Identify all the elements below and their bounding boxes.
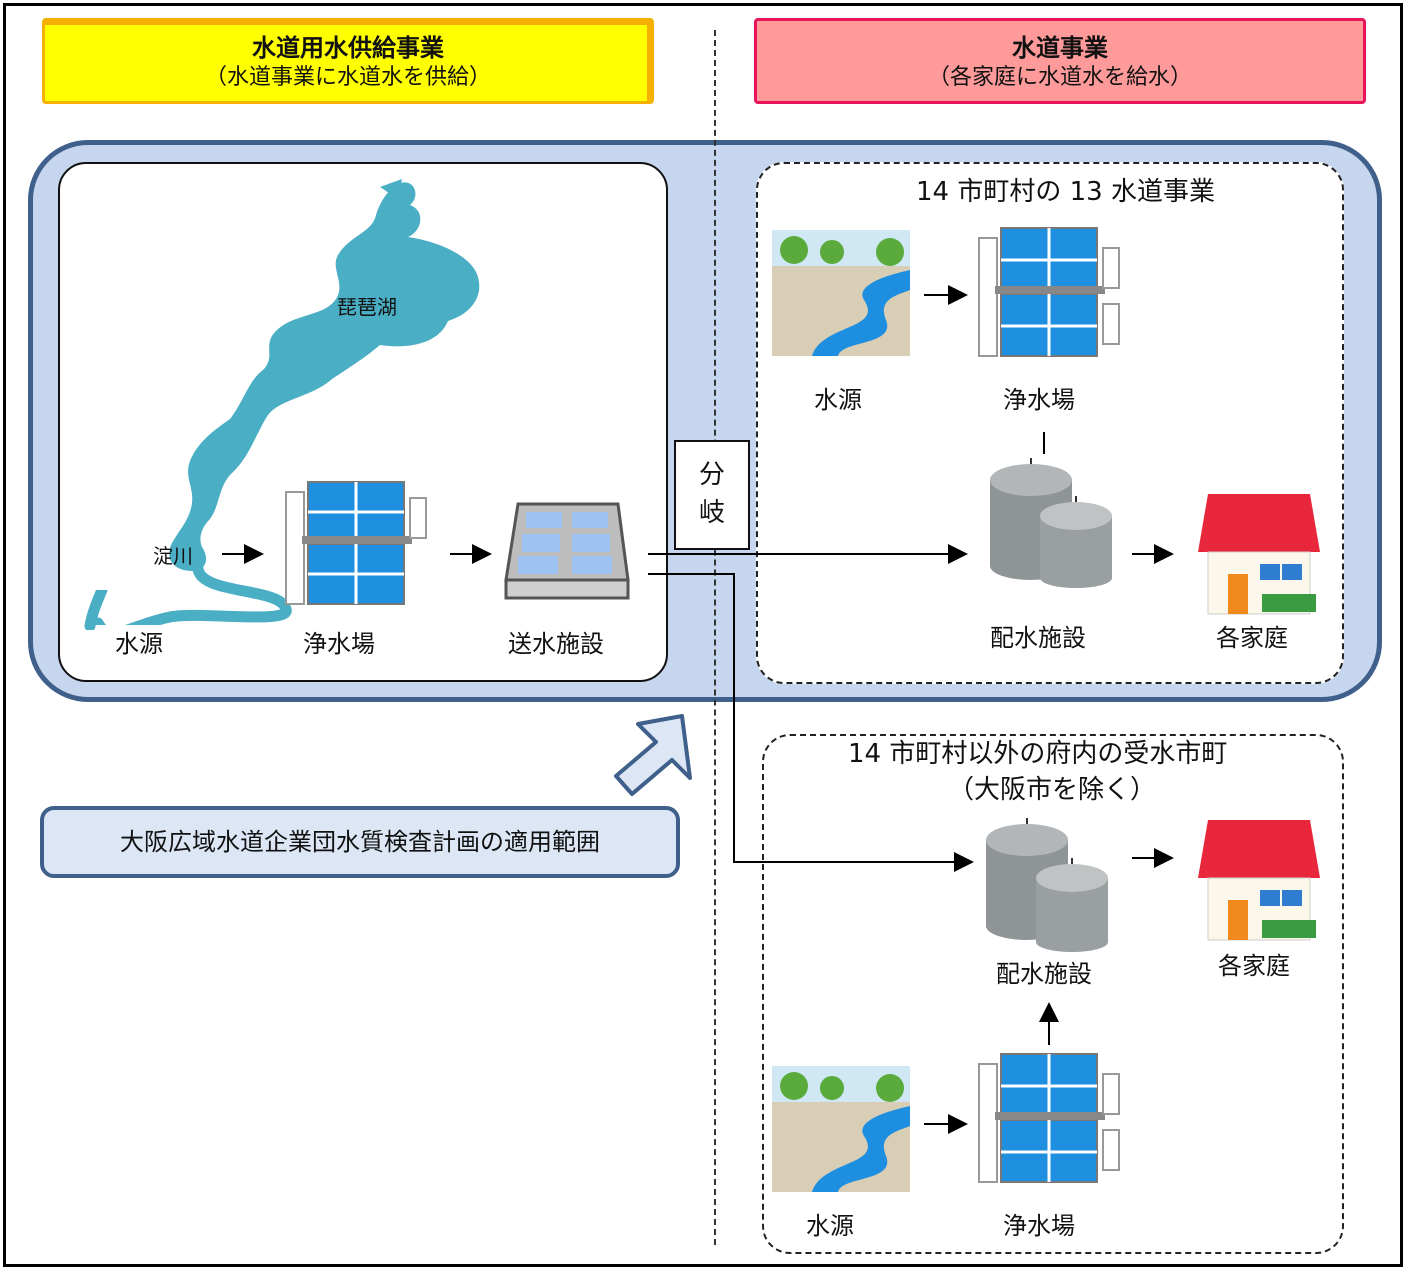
transmission-facility-icon xyxy=(504,502,630,600)
header-water-supply-business: 水道用水供給事業 （水道事業に水道水を供給） xyxy=(42,18,654,104)
other-water-source-label: 水源 xyxy=(806,1212,854,1240)
purification-plant-icon xyxy=(285,481,427,605)
purification-plant-icon-3 xyxy=(978,1053,1120,1183)
box13-plant-label: 浄水場 xyxy=(1003,386,1075,414)
left-transmission-label: 送水施設 xyxy=(508,630,604,658)
lake-biwa-icon xyxy=(92,179,480,625)
branch-char-1: 分 xyxy=(698,460,725,490)
water-source-landscape-icon-2 xyxy=(772,1066,910,1192)
box13-water-source-label: 水源 xyxy=(814,386,862,414)
box13-title: 14 市町村の 13 水道事業 xyxy=(916,177,1215,207)
outer-frame xyxy=(3,3,1403,1267)
box13-distribution-label: 配水施設 xyxy=(990,624,1086,652)
other-distribution-label: 配水施設 xyxy=(996,960,1092,988)
purification-plant-icon-2 xyxy=(978,227,1120,357)
other-box-title-line2: （大阪市を除く） xyxy=(948,775,1157,805)
header-left-title: 水道用水供給事業 xyxy=(252,34,444,62)
branch-char-2: 岐 xyxy=(698,498,725,528)
left-plant-label: 浄水場 xyxy=(303,630,375,658)
other-plant-label: 浄水場 xyxy=(1003,1212,1075,1240)
header-waterworks-business: 水道事業 （各家庭に水道水を給水） xyxy=(754,18,1366,104)
yodo-river-label: 淀川 xyxy=(153,544,193,568)
other-households-label: 各家庭 xyxy=(1218,952,1290,980)
header-right-subtitle: （各家庭に水道水を給水） xyxy=(927,65,1192,90)
header-right-title: 水道事業 xyxy=(1012,34,1108,62)
water-source-landscape-icon xyxy=(772,230,910,356)
other-box-title-line1: 14 市町村以外の府内の受水市町 xyxy=(848,739,1228,769)
yodo-river-icon xyxy=(84,590,108,630)
header-left-subtitle: （水道事業に水道水を供給） xyxy=(204,65,491,90)
divider-line xyxy=(714,30,716,1245)
lake-biwa-label: 琵琶湖 xyxy=(337,295,397,319)
left-water-source-label: 水源 xyxy=(115,630,163,658)
house-icon-2 xyxy=(1198,820,1320,941)
distribution-tanks-icon xyxy=(990,458,1112,588)
scope-label: 大阪広域水道企業団水質検査計画の適用範囲 xyxy=(40,806,680,878)
distribution-tanks-icon-2 xyxy=(986,818,1108,952)
house-icon xyxy=(1198,494,1320,615)
branch-box: 分 岐 xyxy=(674,440,750,550)
box13-households-label: 各家庭 xyxy=(1216,624,1288,652)
scope-pointer-arrow-icon xyxy=(614,714,692,796)
